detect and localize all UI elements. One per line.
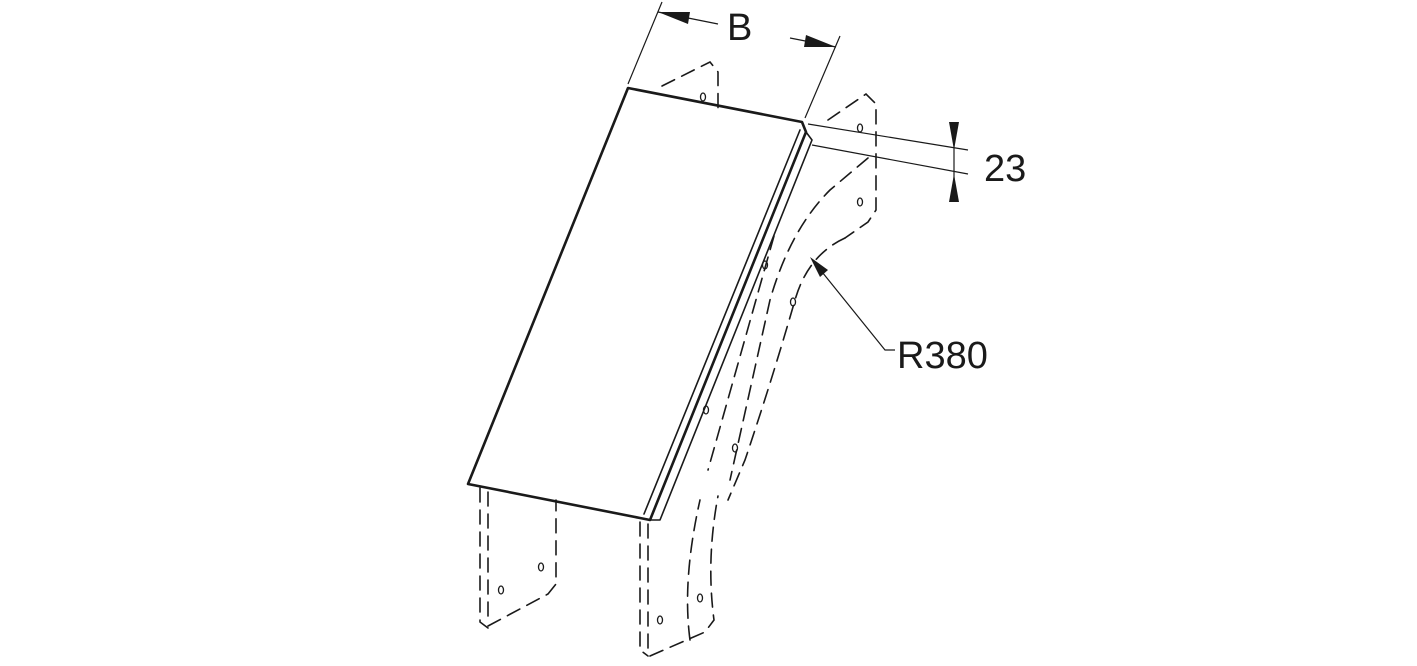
- dim-23-arrow-top: [949, 122, 959, 150]
- hole: [656, 615, 664, 625]
- hidden-lower-right-plate-a: [639, 521, 649, 657]
- hole: [696, 593, 704, 603]
- hole: [497, 585, 505, 595]
- hidden-inner-side-line: [707, 235, 775, 471]
- hidden-lower-left-plate-c: [487, 499, 557, 627]
- dim-23-arrow-bottom: [949, 174, 959, 202]
- hidden-upper-left-plate: [661, 60, 719, 111]
- hole: [856, 197, 864, 207]
- dim-23-extension-top: [807, 123, 969, 151]
- hidden-lower-right-bend: [686, 499, 701, 641]
- cover-plate: [466, 86, 813, 522]
- dim-b-extension-left: [627, 1, 663, 85]
- dim-b-arrow-right: [804, 35, 836, 47]
- dim-b-label: B: [727, 7, 752, 49]
- mounting-holes: [497, 92, 864, 625]
- dim-r380-label: R380: [897, 335, 988, 377]
- hidden-bend-connectors: [479, 60, 877, 657]
- hole: [537, 562, 545, 572]
- hidden-outer-bend-edge: [729, 157, 869, 481]
- hole: [789, 297, 797, 307]
- hidden-outer-bend-edge-2: [727, 237, 846, 501]
- hidden-lower-left-plate-a: [479, 487, 489, 629]
- dim-23-label: 23: [984, 148, 1026, 190]
- cover-flange-edge: [643, 129, 801, 515]
- cover-side-flange: [649, 131, 813, 521]
- hidden-lower-right-plate-c: [649, 495, 719, 657]
- dimension-r380: R380: [810, 257, 988, 377]
- hole: [731, 443, 739, 453]
- dim-r380-arrow: [810, 257, 828, 277]
- dim-b-arrow-left: [658, 12, 690, 24]
- dimension-23: 23: [807, 122, 1026, 202]
- hole: [699, 92, 707, 102]
- hidden-upper-right-plate: [827, 92, 877, 239]
- hole: [856, 123, 864, 133]
- dim-23-extension-bottom: [811, 144, 969, 175]
- dim-r380-leader: [813, 261, 895, 351]
- dim-b-extension-right: [804, 35, 841, 119]
- dimension-b: B: [627, 1, 841, 119]
